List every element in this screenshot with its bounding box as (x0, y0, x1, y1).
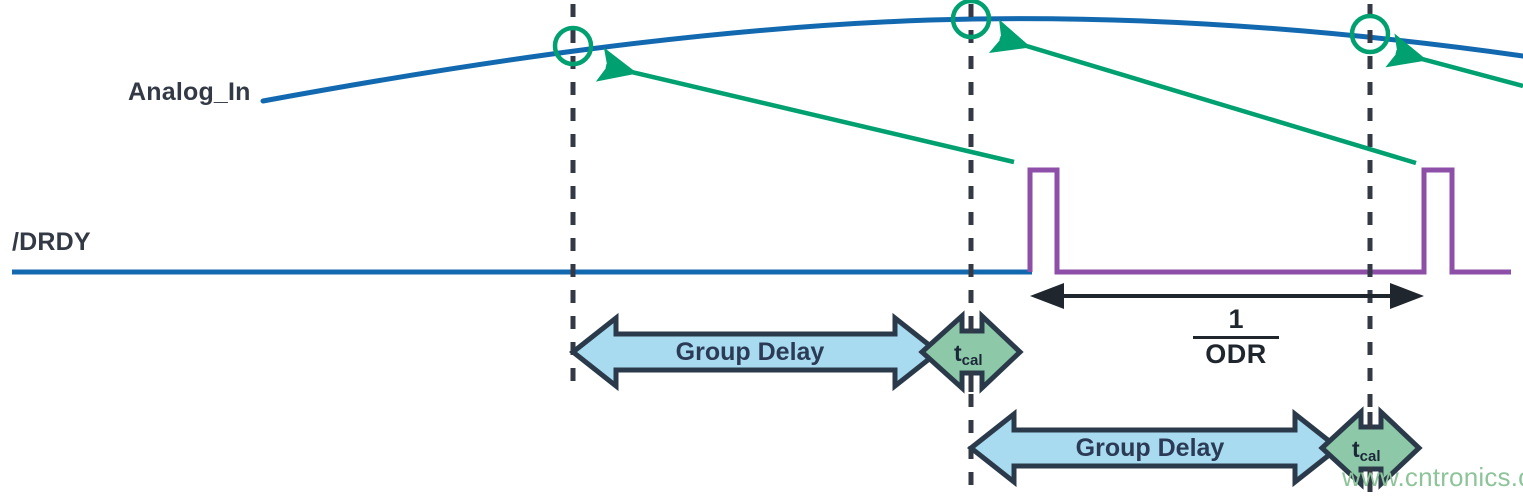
tcal-arrow-2 (1318, 406, 1423, 490)
pointer-arrow-2 (988, 19, 1417, 166)
sample-marker-1-circle (552, 25, 594, 67)
watermark-text: www.cntronics.com (1342, 462, 1523, 492)
odr-period-label: 1 ODR (1180, 304, 1292, 369)
pointer-arrows (595, 19, 1523, 166)
tcal-sub-1: cal (961, 352, 983, 369)
tcal-arrow-1 (918, 310, 1024, 394)
sample-marker-2-circle (950, 0, 992, 40)
dashed-marker-overlay (968, 316, 1373, 492)
tcal-sub-2: cal (1359, 448, 1381, 465)
dashed-time-markers (570, 4, 1373, 492)
odr-period-arrow (1030, 283, 1424, 309)
drdy-label: /DRDY (12, 228, 91, 256)
tcal-base-2: t (1352, 436, 1360, 462)
fraction-bar-icon (1193, 335, 1279, 339)
analog-in-label: Analog_In (128, 78, 251, 106)
tcal-label-1: tcal (954, 340, 983, 369)
odr-numerator: 1 (1228, 304, 1244, 334)
tcal-label-2: tcal (1352, 436, 1381, 465)
pointer-arrow-1 (595, 47, 1015, 165)
group-delay-label-2: Group Delay (1075, 434, 1225, 462)
drdy-pulse-waveform (1027, 167, 1511, 275)
analog-in-waveform (260, 16, 1523, 104)
tcal-base-1: t (954, 340, 962, 366)
group-delay-label-1: Group Delay (675, 338, 825, 366)
odr-denominator: ODR (1205, 338, 1267, 369)
pointer-arrow-3 (1385, 33, 1523, 89)
